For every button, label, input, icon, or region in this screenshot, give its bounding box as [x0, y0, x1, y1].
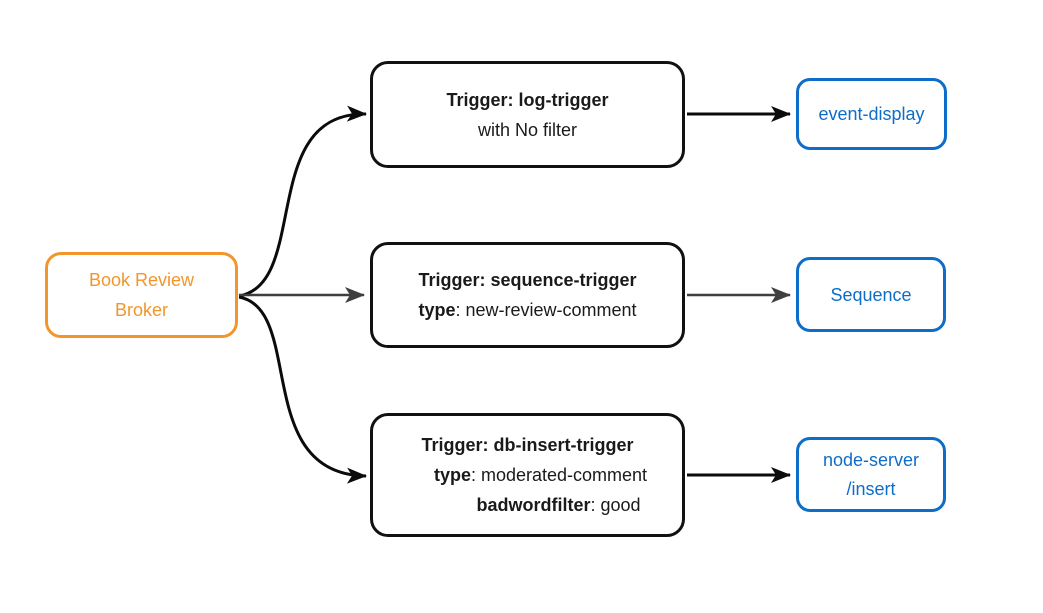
log-trigger-title: Trigger: log-trigger — [446, 89, 609, 110]
node-log-trigger: Trigger: log-trigger with No filter — [370, 61, 685, 168]
sequence-trigger-attr: type: new-review-comment — [418, 295, 636, 325]
db-insert-trigger-type-value: : moderated-comment — [470, 465, 648, 485]
db-insert-trigger-attr-type: type: moderated-comment — [434, 460, 647, 490]
arrow-broker-to-db-insert-trigger — [238, 295, 367, 484]
broker-label-line2: Broker — [114, 300, 168, 320]
node-db-insert-trigger: Trigger: db-insert-trigger type: moderat… — [370, 413, 685, 537]
node-sequence: Sequence — [796, 257, 946, 332]
db-insert-trigger-title: Trigger: db-insert-trigger — [421, 435, 634, 455]
node-node-server-insert: node-server /insert — [796, 437, 946, 512]
db-insert-trigger-badwordfilter-key: badwordfilter — [476, 495, 591, 515]
node-broker: Book Review Broker — [45, 252, 238, 338]
sequence-trigger-attr-value: : new-review-comment — [455, 300, 637, 320]
broker-label-line1: Book Review — [88, 270, 195, 290]
node-event-display: event-display — [796, 78, 947, 150]
node-server-label-line2: /insert — [846, 478, 896, 499]
node-server-label-line1: node-server — [822, 449, 920, 470]
db-insert-trigger-type-key: type — [433, 465, 471, 485]
event-display-label: event-display — [818, 104, 925, 124]
arrow-broker-to-log-trigger — [238, 105, 367, 298]
node-sequence-trigger: Trigger: sequence-trigger type: new-revi… — [370, 242, 685, 348]
log-trigger-subtitle: with No filter — [477, 119, 578, 140]
sequence-label: Sequence — [830, 284, 912, 305]
db-insert-trigger-attr-badwordfilter: badwordfilter: good — [476, 490, 640, 520]
sequence-trigger-attr-key: type — [418, 300, 456, 320]
sequence-trigger-title: Trigger: sequence-trigger — [418, 270, 637, 290]
db-insert-trigger-badwordfilter-value: : good — [590, 495, 641, 515]
